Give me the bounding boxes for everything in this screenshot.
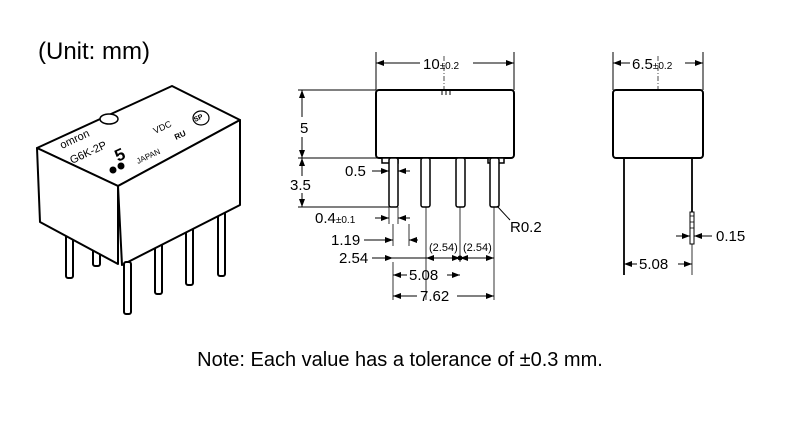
front-view: 10±0.2 5 3.5 0.5 0.4±0.1 1.19 2.54	[290, 52, 542, 305]
front-pin-3	[455, 157, 466, 208]
leader-line	[496, 205, 511, 221]
offset-b-label: 2.54	[339, 250, 368, 267]
relay-orientation-mark	[99, 113, 119, 125]
front-pin-1	[388, 157, 399, 208]
relay-left-face	[36, 147, 119, 265]
pin-width-label: 0.5	[345, 163, 366, 180]
front-pin-4	[489, 157, 500, 208]
span-b-label: 7.62	[420, 288, 449, 305]
side-body	[612, 89, 704, 159]
center-mark	[441, 90, 451, 95]
span-a-label: 5.08	[409, 267, 438, 284]
relay-pin	[123, 261, 132, 315]
marking-dot	[109, 166, 117, 174]
csa-mark: SP	[193, 113, 205, 123]
pitch-1-label: (2.54)	[429, 242, 458, 254]
pin-length-label: 3.5	[290, 177, 311, 194]
side-view: 6.5±0.2 0.15 5.08	[612, 52, 745, 275]
relay-right-face	[117, 119, 241, 266]
tolerance-note: Note: Each value has a tolerance of ±0.3…	[197, 349, 603, 371]
relay-3d-illustration	[36, 85, 241, 315]
relay-pin	[217, 209, 226, 277]
marking-dot	[117, 162, 125, 170]
body-height-label: 5	[300, 120, 308, 137]
center-dot	[457, 255, 463, 261]
front-pin-2	[420, 157, 431, 208]
side-pin-spacing-label: 5.08	[639, 256, 668, 273]
csa-mark-circle	[192, 110, 210, 126]
side-width-label: 6.5±0.2	[632, 56, 673, 73]
pitch-2-label: (2.54)	[463, 242, 492, 254]
offset-a-label: 1.19	[331, 232, 360, 249]
side-pin-thickness-label: 0.15	[716, 228, 745, 245]
unit-label: (Unit: mm)	[38, 38, 150, 65]
front-width-label: 10±0.2	[423, 56, 460, 73]
pin-thickness-label: 0.4±0.1	[315, 210, 356, 227]
front-body	[375, 89, 515, 159]
radius-label: R0.2	[510, 219, 542, 236]
